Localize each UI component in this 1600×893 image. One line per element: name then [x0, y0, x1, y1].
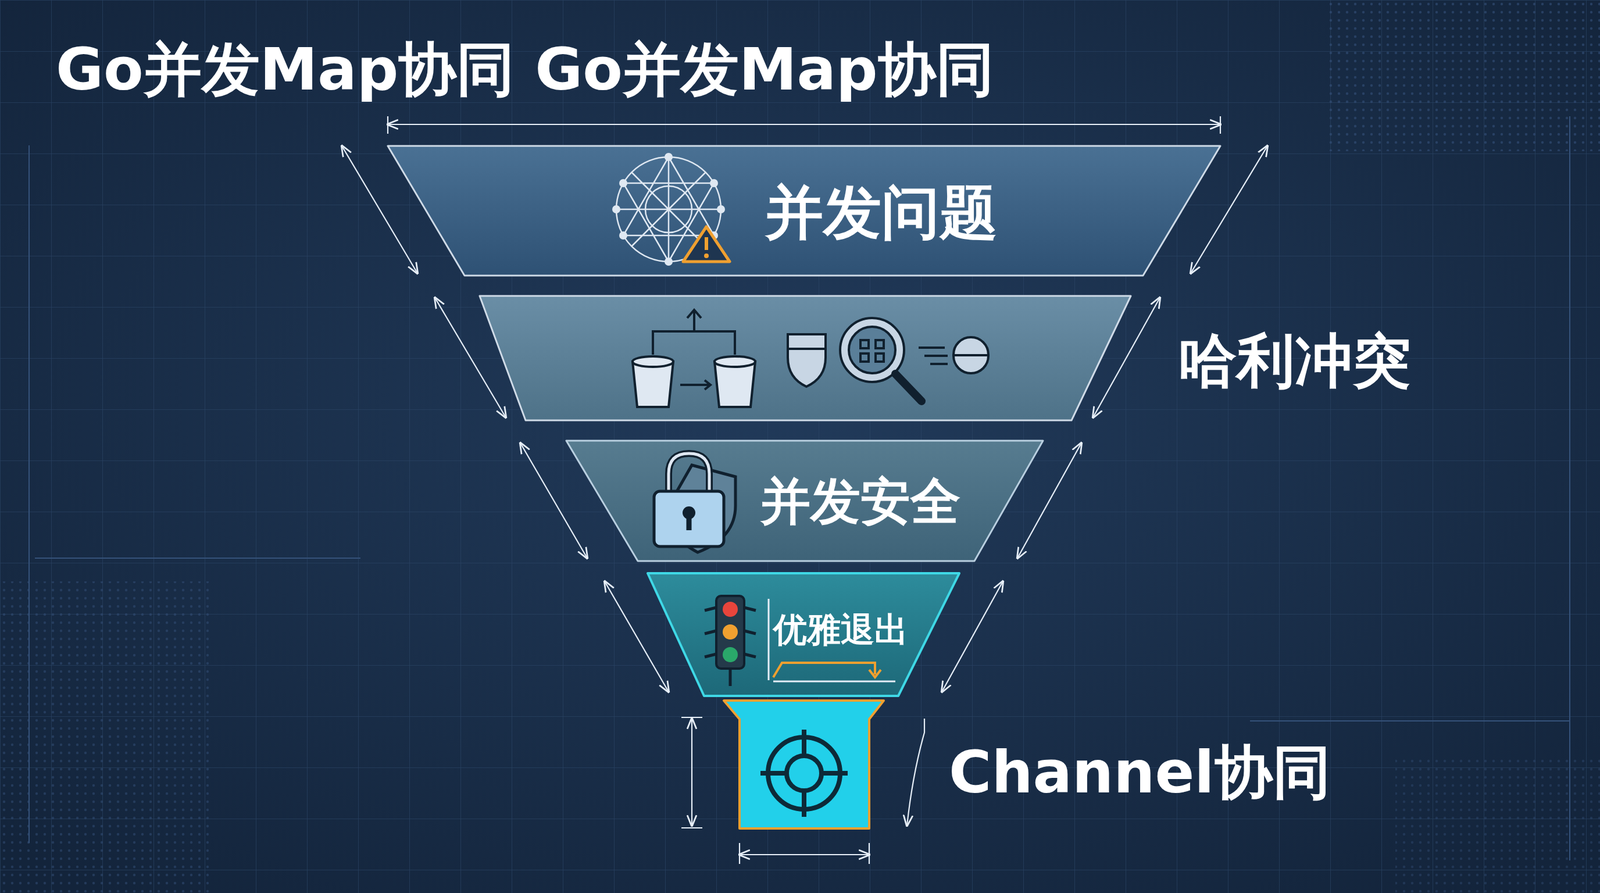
side-label: Channel协同 — [948, 738, 1331, 806]
title-text: Go并发Map协同 Go并发Map协同 — [55, 36, 995, 103]
funnel-band: 并发问题 — [387, 145, 1221, 276]
funnel-band: 优雅退出 — [647, 573, 960, 696]
funnel-band: 并发安全 — [566, 440, 1044, 562]
band-label: 并发问题 — [765, 179, 998, 246]
band-label: 并发安全 — [760, 472, 961, 531]
side-label: 哈利冲突 — [1178, 327, 1412, 395]
band-label: 优雅退出 — [773, 610, 909, 650]
